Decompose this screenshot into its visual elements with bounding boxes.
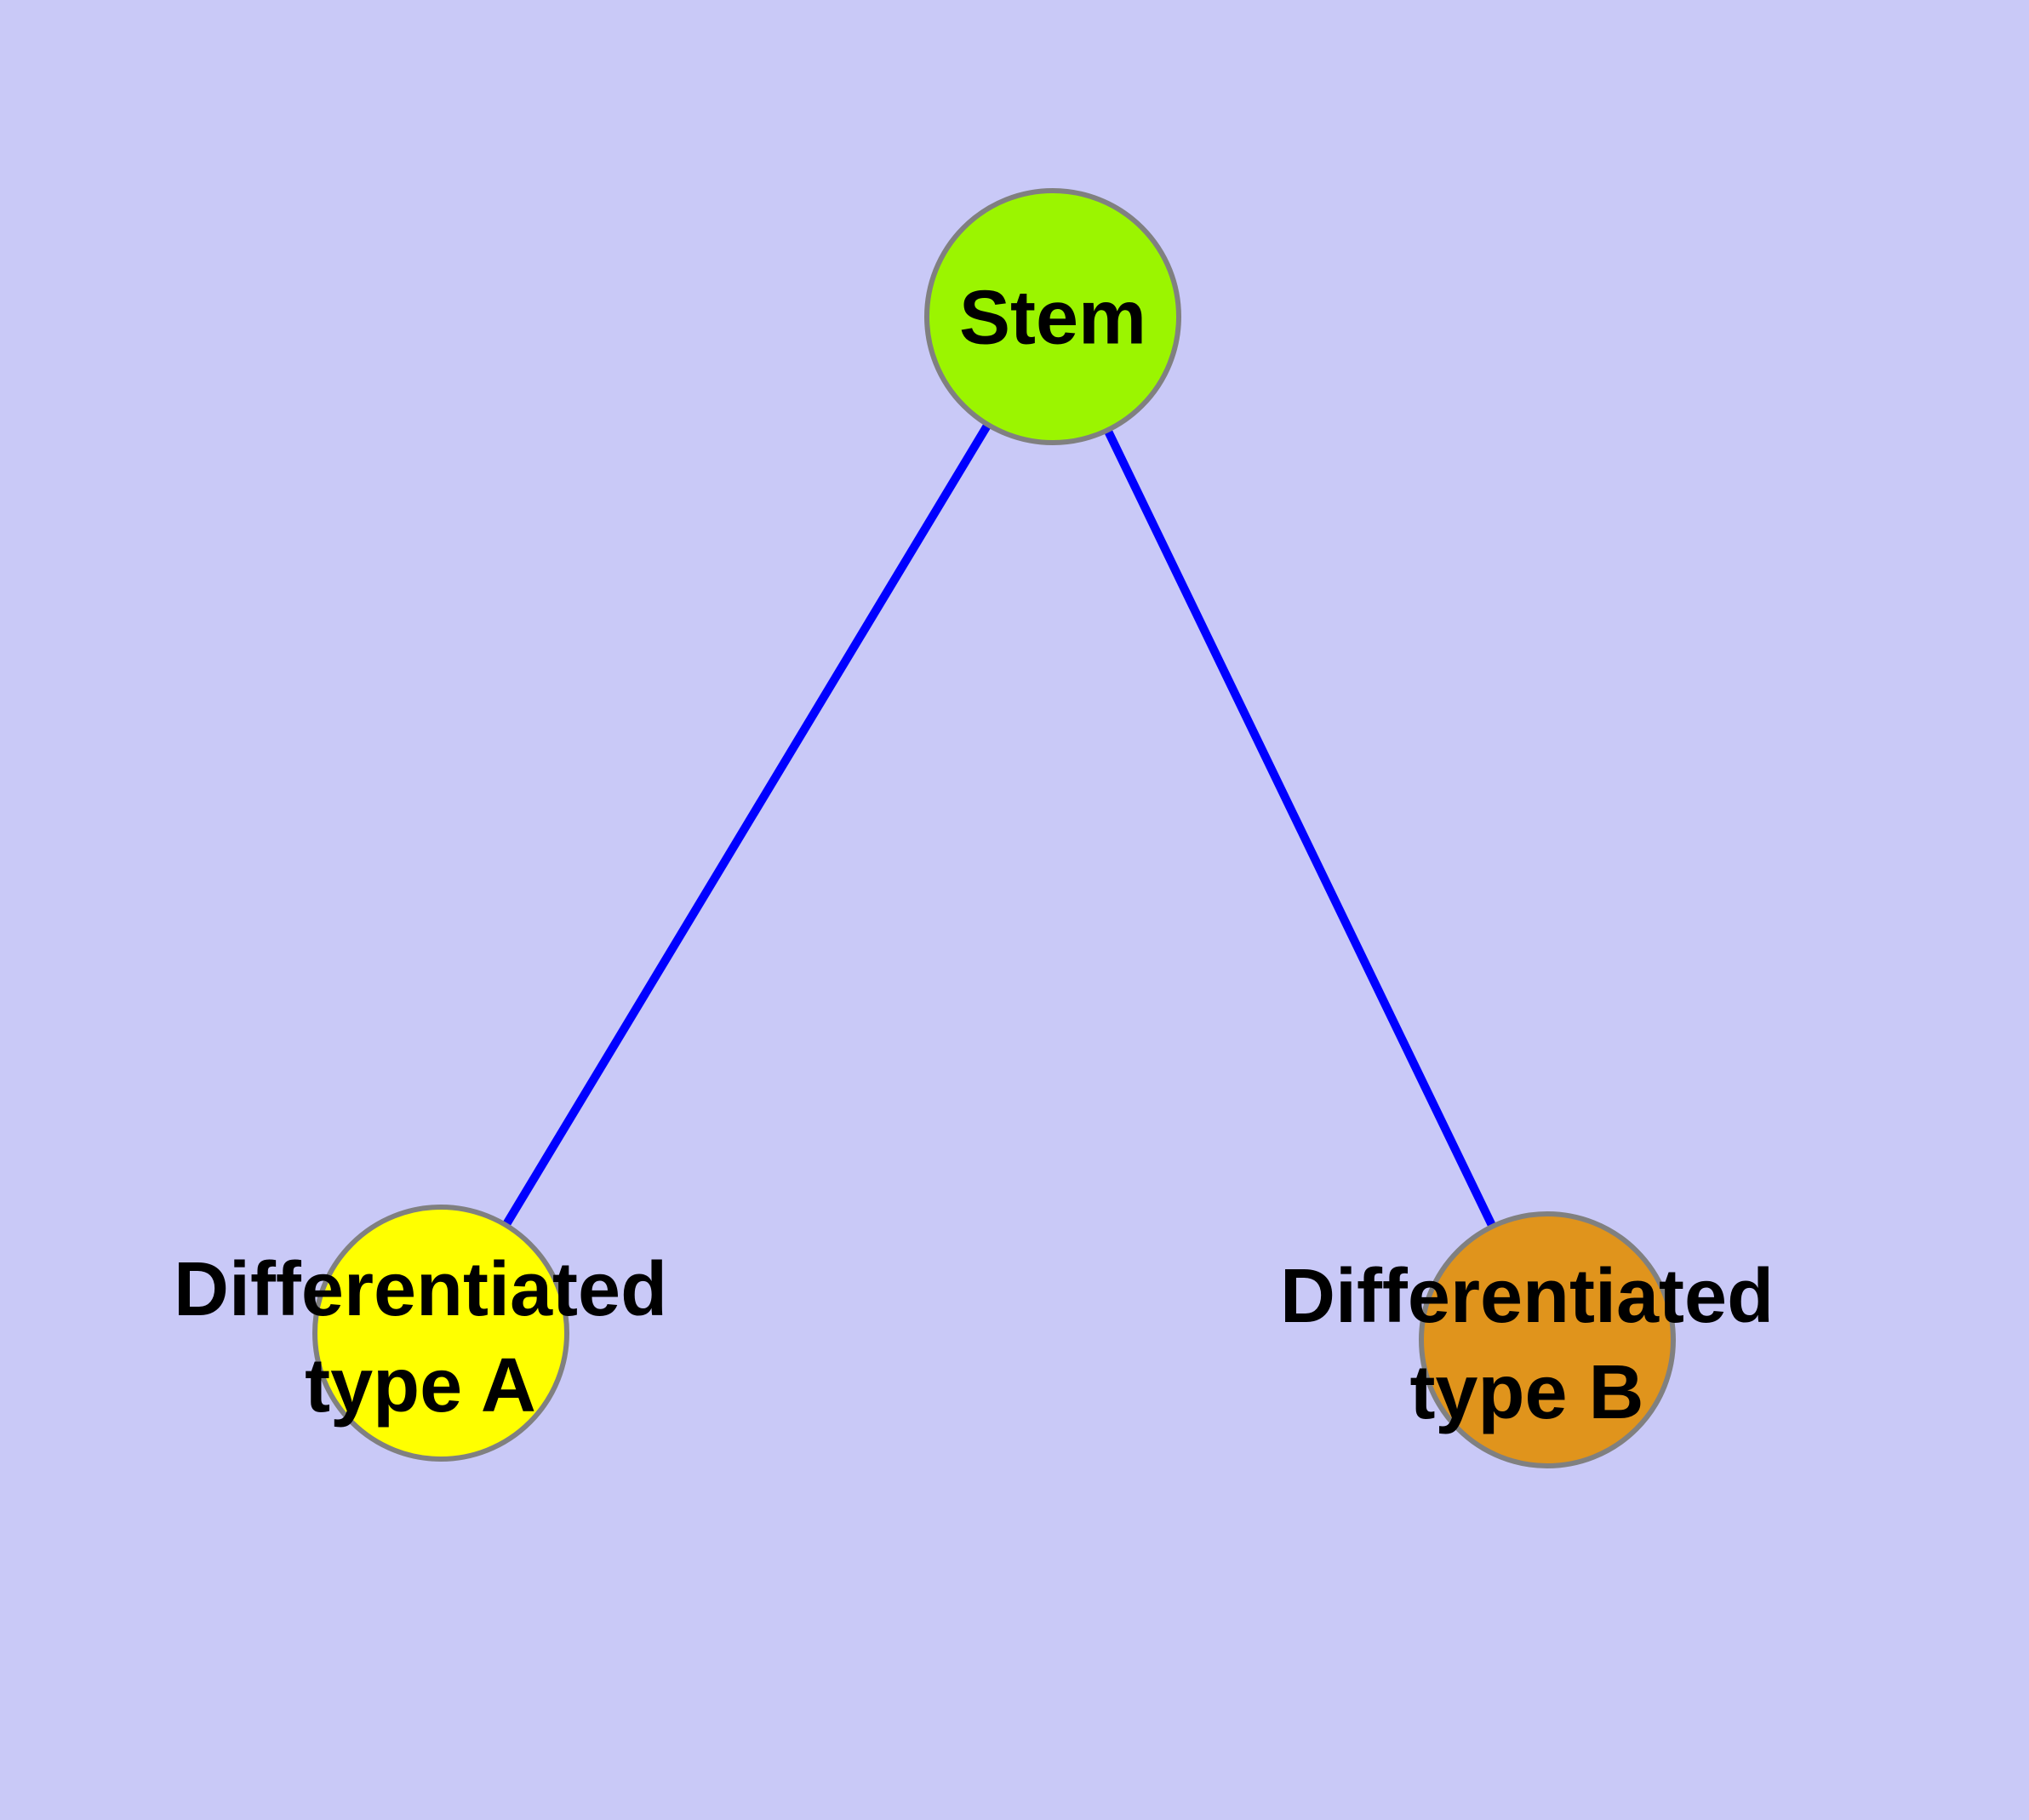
label-line: type A [305, 1343, 536, 1428]
edge-stem-to-type-b [1049, 314, 1552, 1342]
node-stem[interactable] [924, 188, 1181, 445]
node-differentiated-type-b-label: Differentiated type B [1280, 1249, 1774, 1441]
edge-stem-to-type-a [437, 314, 1057, 1336]
node-differentiated-type-b[interactable] [1419, 1211, 1676, 1468]
node-differentiated-type-a-label: Differentiated type A [174, 1242, 667, 1434]
label-line: Stem [958, 275, 1147, 361]
node-stem-label: Stem [959, 271, 1146, 367]
label-line: Differentiated [173, 1247, 668, 1332]
label-line: Differentiated [1279, 1254, 1775, 1339]
node-differentiated-type-a[interactable] [312, 1205, 569, 1462]
label-line: type B [1409, 1350, 1644, 1435]
